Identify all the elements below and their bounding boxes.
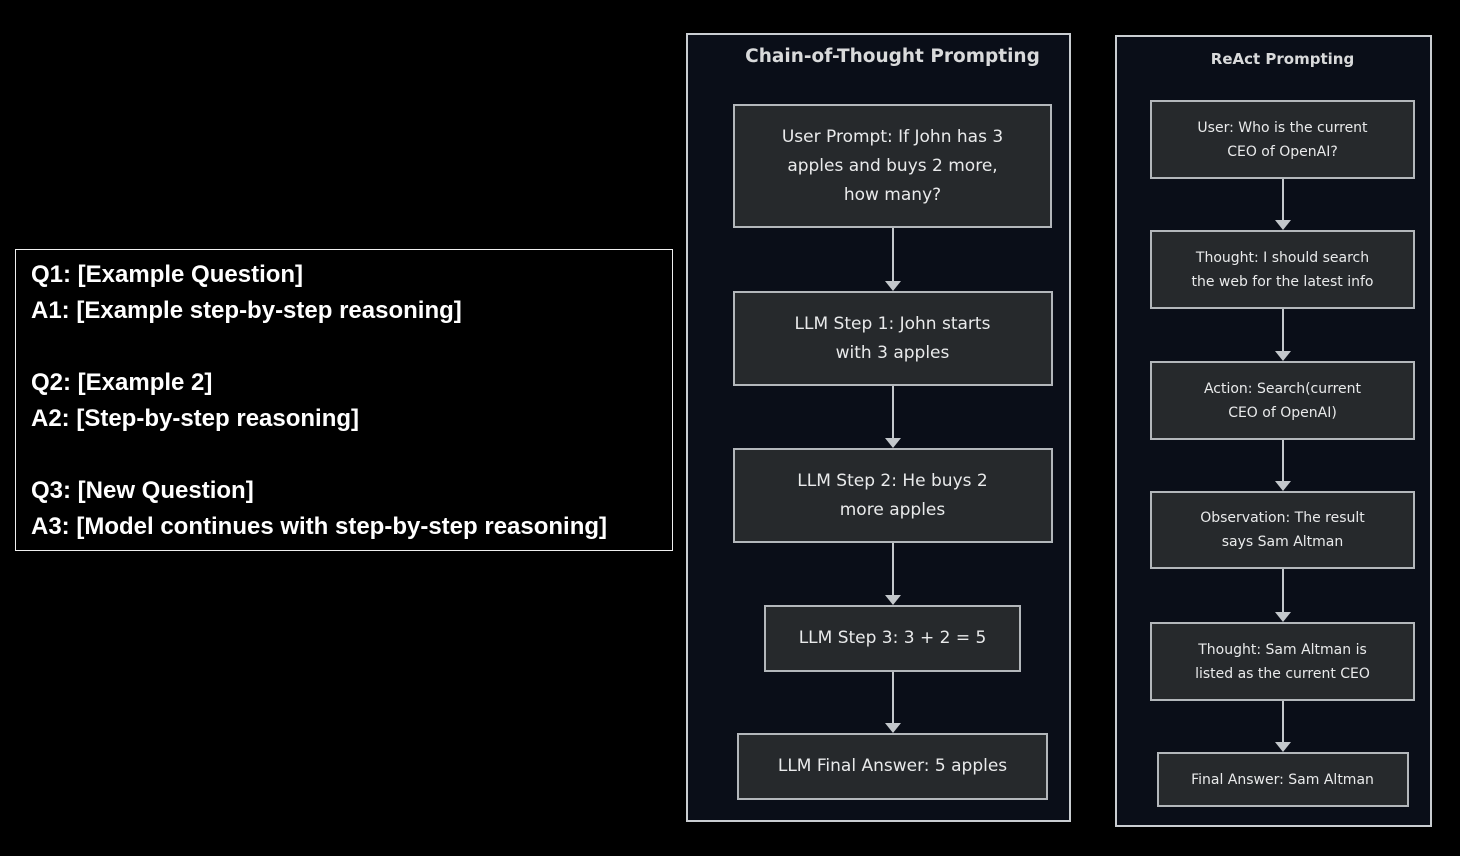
arrow-head-icon bbox=[1274, 742, 1291, 752]
example-line-blank bbox=[31, 329, 657, 365]
node-text-line: User: Who is the current bbox=[1197, 119, 1368, 136]
node-text-line: LLM Final Answer: 5 apples bbox=[777, 756, 1008, 776]
arrow-shaft bbox=[1281, 309, 1284, 351]
arrow-shaft bbox=[891, 543, 894, 595]
flow-arrow bbox=[1274, 309, 1291, 361]
example-line-q3: Q3: [New Question] bbox=[31, 477, 254, 504]
arrow-shaft bbox=[1281, 701, 1284, 742]
arrow-head-icon bbox=[1274, 612, 1291, 622]
arrow-shaft bbox=[891, 672, 894, 723]
node-text-line: how many? bbox=[843, 184, 942, 205]
react-observation-node: Observation: The result says Sam Altman bbox=[1150, 491, 1415, 569]
node-text-line: Observation: The result bbox=[1200, 510, 1365, 526]
cot-user-prompt-node: User Prompt: If John has 3 apples and bu… bbox=[733, 104, 1052, 228]
react-panel-title: ReAct Prompting bbox=[1210, 50, 1355, 68]
flow-arrow bbox=[884, 543, 901, 605]
node-text-line: LLM Step 3: 3 + 2 = 5 bbox=[798, 628, 987, 648]
flow-arrow bbox=[1274, 440, 1291, 491]
arrow-head-icon bbox=[1274, 220, 1291, 230]
arrow-head-icon bbox=[884, 723, 901, 733]
cot-step2-node: LLM Step 2: He buys 2 more apples bbox=[732, 448, 1053, 543]
node-text-line: with 3 apples bbox=[835, 342, 950, 363]
arrow-head-icon bbox=[884, 281, 901, 291]
flow-arrow bbox=[1274, 569, 1291, 622]
react-thought2-node: Thought: Sam Altman is listed as the cur… bbox=[1150, 622, 1415, 701]
cot-flow: Chain-of-Thought Prompting User Prompt: … bbox=[702, 35, 1083, 800]
arrow-shaft bbox=[1281, 179, 1284, 220]
flow-arrow bbox=[884, 228, 901, 291]
react-action-node: Action: Search(current CEO of OpenAI) bbox=[1150, 361, 1415, 440]
cot-final-answer-node: LLM Final Answer: 5 apples bbox=[737, 733, 1048, 800]
node-text-line: apples and buys 2 more, bbox=[787, 155, 998, 176]
cot-step3-node: LLM Step 3: 3 + 2 = 5 bbox=[764, 605, 1021, 672]
node-text-line: LLM Step 2: He buys 2 bbox=[797, 470, 988, 491]
few-shot-example-panel: Q1: [Example Question] A1: [Example step… bbox=[15, 249, 673, 551]
node-text-line: Final Answer: Sam Altman bbox=[1191, 771, 1374, 788]
react-user-node: User: Who is the current CEO of OpenAI? bbox=[1150, 100, 1415, 179]
flow-arrow bbox=[1274, 179, 1291, 230]
example-line-a1: A1: [Example step-by-step reasoning] bbox=[31, 297, 462, 324]
arrow-shaft bbox=[1281, 440, 1284, 481]
example-line-blank bbox=[31, 437, 657, 473]
node-text-line: more apples bbox=[839, 499, 946, 520]
node-text-line: listed as the current CEO bbox=[1195, 665, 1370, 682]
flow-arrow bbox=[1274, 701, 1291, 752]
node-text-line: User Prompt: If John has 3 bbox=[781, 126, 1004, 147]
node-text-line: says Sam Altman bbox=[1221, 534, 1344, 550]
arrow-head-icon bbox=[1274, 481, 1291, 491]
cot-panel: Chain-of-Thought Prompting User Prompt: … bbox=[686, 33, 1071, 822]
cot-step1-node: LLM Step 1: John starts with 3 apples bbox=[732, 291, 1053, 386]
node-text-line: LLM Step 1: John starts bbox=[794, 313, 991, 334]
example-line-q1: Q1: [Example Question] bbox=[31, 261, 304, 288]
arrow-shaft bbox=[1281, 569, 1284, 612]
node-text-line: Action: Search(current bbox=[1203, 380, 1362, 397]
react-thought1-node: Thought: I should search the web for the… bbox=[1150, 230, 1415, 309]
example-line-a2: A2: [Step-by-step reasoning] bbox=[31, 405, 360, 432]
react-flow: ReAct Prompting User: Who is the current… bbox=[1126, 37, 1439, 807]
node-text-line: Thought: Sam Altman is bbox=[1198, 641, 1367, 658]
react-panel: ReAct Prompting User: Who is the current… bbox=[1115, 35, 1432, 827]
example-line-a3: A3: [Model continues with step-by-step r… bbox=[31, 513, 608, 540]
react-final-answer-node: Final Answer: Sam Altman bbox=[1156, 752, 1409, 807]
node-text-line: the web for the latest info bbox=[1191, 273, 1374, 290]
arrow-shaft bbox=[891, 228, 894, 281]
example-line-q2: Q2: [Example 2] bbox=[31, 369, 213, 396]
arrow-shaft bbox=[891, 386, 894, 438]
arrow-head-icon bbox=[884, 595, 901, 605]
node-text-line: Thought: I should search bbox=[1195, 249, 1370, 266]
cot-panel-title: Chain-of-Thought Prompting bbox=[745, 46, 1040, 67]
node-text-line: CEO of OpenAI? bbox=[1227, 143, 1338, 160]
arrow-head-icon bbox=[1274, 351, 1291, 361]
flow-arrow bbox=[884, 386, 901, 448]
node-text-line: CEO of OpenAI) bbox=[1228, 404, 1337, 421]
flow-arrow bbox=[884, 672, 901, 733]
arrow-head-icon bbox=[884, 438, 901, 448]
